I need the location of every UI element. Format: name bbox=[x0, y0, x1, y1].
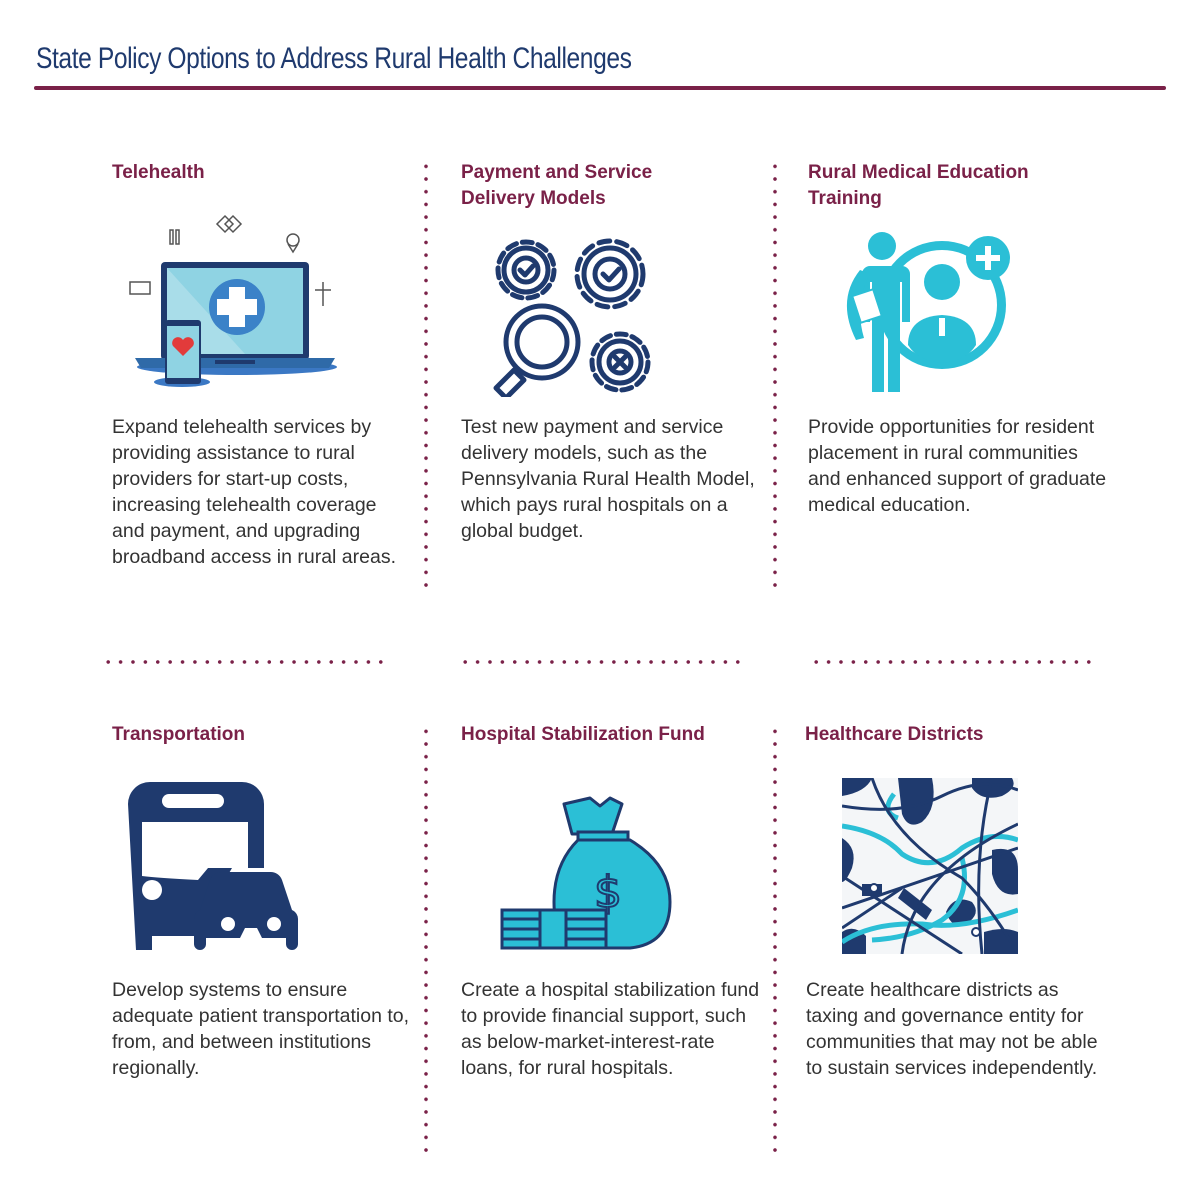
page-title: State Policy Options to Address Rural He… bbox=[36, 42, 632, 75]
gears-magnifier-icon bbox=[493, 238, 651, 397]
option-heading: Transportation bbox=[112, 724, 246, 745]
option-stabilization-fund: Hospital Stabilization Fund bbox=[461, 722, 761, 748]
heading-line: Rural Medical Education bbox=[808, 162, 1029, 183]
option-description: Test new payment and service delivery mo… bbox=[461, 414, 761, 544]
vertical-divider bbox=[773, 160, 777, 590]
option-transportation: Transportation bbox=[112, 722, 412, 748]
option-heading: Healthcare Districts bbox=[805, 724, 984, 745]
heading-line: Delivery Models bbox=[461, 188, 606, 209]
student-doctor-icon bbox=[846, 232, 1010, 392]
option-healthcare-districts: Healthcare Districts bbox=[805, 722, 1105, 748]
heading-line: Training bbox=[808, 188, 882, 209]
description-text: Develop systems to ensure adequate patie… bbox=[112, 979, 410, 1079]
money-bag-icon: $ bbox=[500, 796, 672, 950]
heading-line: Payment and Service bbox=[461, 162, 653, 183]
telehealth-laptop-icon bbox=[129, 214, 337, 387]
description-text: Test new payment and service delivery mo… bbox=[461, 416, 755, 542]
bus-car-icon bbox=[128, 782, 299, 950]
title-underline bbox=[34, 86, 1166, 90]
description-text: Create a hospital stabilization fund to … bbox=[461, 979, 760, 1079]
option-heading: Hospital Stabilization Fund bbox=[461, 724, 705, 745]
option-description: Create a hospital stabilization fund to … bbox=[461, 977, 761, 1081]
horizontal-divider bbox=[102, 660, 390, 664]
description-text: Expand telehealth services by providing … bbox=[112, 416, 396, 568]
option-heading: Telehealth bbox=[112, 162, 205, 183]
option-description: Expand telehealth services by providing … bbox=[112, 414, 412, 570]
vertical-divider bbox=[773, 725, 777, 1155]
horizontal-divider bbox=[810, 660, 1098, 664]
description-text: Provide opportunities for resident place… bbox=[808, 416, 1107, 516]
district-map-icon bbox=[842, 778, 1018, 954]
option-description: Create healthcare districts as taxing an… bbox=[806, 977, 1106, 1081]
svg-text:$: $ bbox=[594, 867, 622, 918]
option-telehealth: Telehealth bbox=[112, 160, 412, 186]
option-description: Provide opportunities for resident place… bbox=[808, 414, 1108, 518]
vertical-divider bbox=[424, 160, 428, 590]
option-description: Develop systems to ensure adequate patie… bbox=[112, 977, 412, 1081]
horizontal-divider bbox=[459, 660, 747, 664]
vertical-divider bbox=[424, 725, 428, 1155]
description-text: Create healthcare districts as taxing an… bbox=[806, 979, 1098, 1079]
